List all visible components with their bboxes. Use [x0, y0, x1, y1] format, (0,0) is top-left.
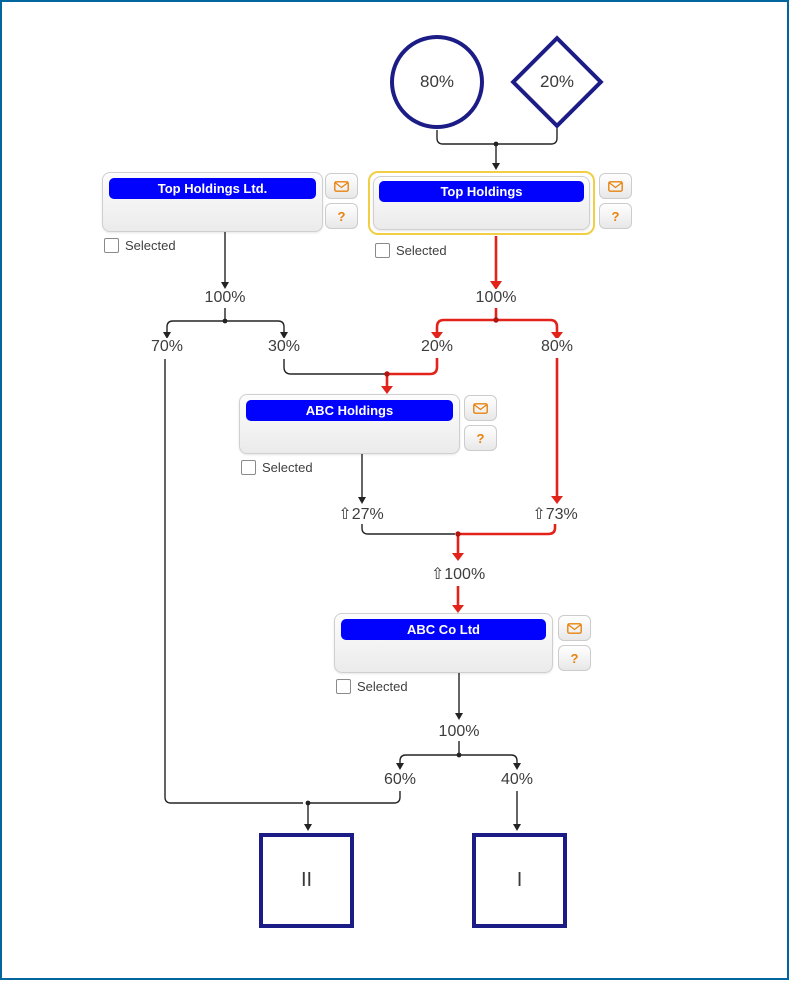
question-mark-icon: ?	[476, 430, 485, 446]
company-title-bar: Top Holdings	[379, 181, 584, 202]
edge-label-100pct-bottom: 100%	[436, 723, 482, 741]
circle-percentage-label: 80%	[419, 72, 455, 91]
company-top-holdings-ltd: Top Holdings Ltd. ? Selected	[102, 172, 358, 253]
edge-label-30pct: 30%	[265, 338, 303, 356]
edge-label-100pct-right: 100%	[473, 289, 519, 307]
edge-label-up-100pct: ⇧100%	[428, 564, 488, 584]
question-mark-icon: ?	[570, 650, 579, 666]
edge-label-70pct: 70%	[148, 338, 186, 356]
company-abc-holdings: ABC Holdings ? Selected	[239, 394, 497, 475]
company-node-top-holdings[interactable]: Top Holdings	[373, 176, 590, 230]
edge-label-20pct: 20%	[418, 338, 456, 356]
selected-checkbox[interactable]	[241, 460, 256, 475]
selected-checkbox[interactable]	[375, 243, 390, 258]
company-top-holdings: Top Holdings ? Selected	[368, 171, 632, 258]
company-node-abc-co-ltd[interactable]: ABC Co Ltd	[334, 613, 553, 673]
selected-label: Selected	[396, 243, 447, 258]
terminal-node-II[interactable]: II	[259, 833, 354, 928]
edge-label-up-73pct: ⇧73%	[530, 504, 580, 524]
edge-label-40pct: 40%	[498, 771, 536, 789]
shareholder-circle-node[interactable]: 80%	[390, 35, 484, 129]
company-node-top-holdings-ltd[interactable]: Top Holdings Ltd.	[102, 172, 323, 232]
company-name: Top Holdings Ltd.	[157, 181, 268, 196]
envelope-icon	[334, 180, 349, 192]
edge-label-100pct-left: 100%	[202, 289, 248, 307]
question-mark-icon: ?	[337, 208, 346, 224]
company-node-abc-holdings[interactable]: ABC Holdings	[239, 394, 460, 454]
mail-button[interactable]	[558, 615, 591, 641]
edge-label-60pct: 60%	[381, 771, 419, 789]
company-title-bar: ABC Co Ltd	[341, 619, 546, 640]
company-title-bar: Top Holdings Ltd.	[109, 178, 316, 199]
selected-label: Selected	[357, 679, 408, 694]
envelope-icon	[608, 180, 623, 192]
help-button[interactable]: ?	[558, 645, 591, 671]
envelope-icon	[473, 402, 488, 414]
company-title-bar: ABC Holdings	[246, 400, 453, 421]
selected-label: Selected	[125, 238, 176, 253]
mail-button[interactable]	[325, 173, 358, 199]
company-name: Top Holdings	[440, 184, 523, 199]
selected-label: Selected	[262, 460, 313, 475]
selected-checkbox[interactable]	[104, 238, 119, 253]
shareholder-diamond-node[interactable]: 20%	[510, 35, 604, 129]
question-mark-icon: ?	[611, 208, 620, 224]
selected-checkbox[interactable]	[336, 679, 351, 694]
edge-label-up-27pct: ⇧27%	[336, 504, 386, 524]
envelope-icon	[567, 622, 582, 634]
company-name: ABC Holdings	[305, 403, 394, 418]
company-name: ABC Co Ltd	[407, 622, 480, 637]
help-button[interactable]: ?	[599, 203, 632, 229]
diamond-percentage-label: 20%	[539, 72, 575, 91]
terminal-label: I	[516, 869, 523, 891]
mail-button[interactable]	[464, 395, 497, 421]
edge-label-80pct: 80%	[538, 338, 576, 356]
mail-button[interactable]	[599, 173, 632, 199]
highlight-border: Top Holdings	[368, 171, 595, 235]
help-button[interactable]: ?	[325, 203, 358, 229]
terminal-label: II	[300, 869, 313, 891]
terminal-node-I[interactable]: I	[472, 833, 567, 928]
help-button[interactable]: ?	[464, 425, 497, 451]
company-abc-co-ltd: ABC Co Ltd ? Selected	[334, 613, 591, 694]
